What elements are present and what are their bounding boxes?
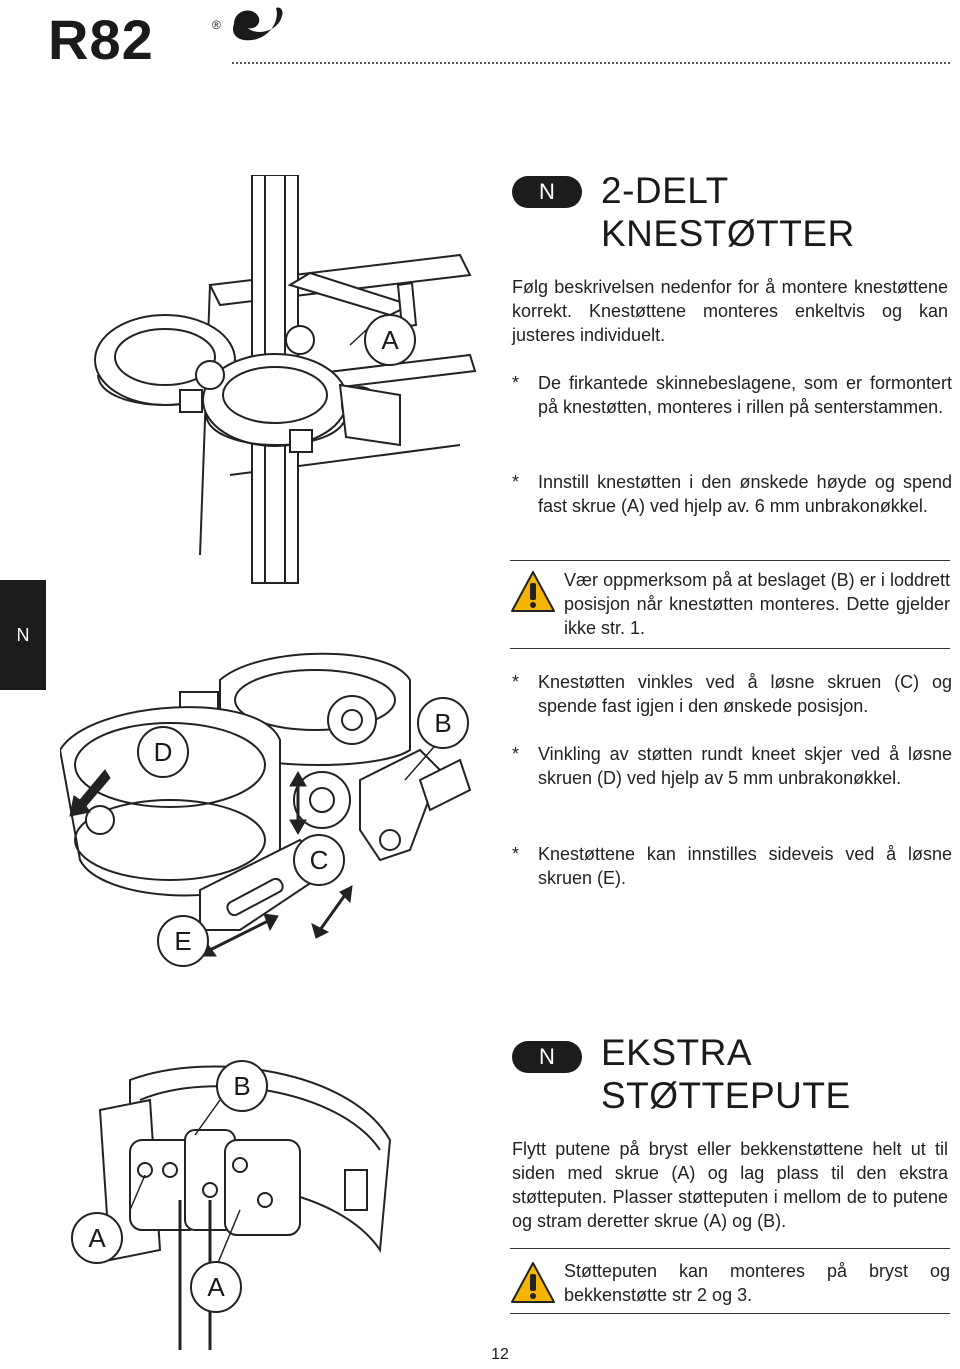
callout-a-pad-bottom: A	[190, 1261, 242, 1313]
warning-text: Støtteputen kan monteres på bryst og bek…	[564, 1261, 950, 1305]
callout-e: E	[157, 915, 209, 967]
callout-a: A	[364, 314, 416, 366]
warning-note: Vær oppmerksom på at beslaget (B) er i l…	[510, 568, 950, 640]
knee-support-mount-illustration	[60, 175, 480, 595]
header-divider	[232, 62, 950, 64]
bullet-text: Knestøttene kan innstilles sideveis ved …	[538, 844, 952, 888]
knee-cup-adjustment-illustration	[60, 640, 480, 970]
language-side-tab: N	[0, 580, 46, 690]
registered-mark: ®	[212, 18, 221, 32]
callout-d: D	[137, 726, 189, 778]
extra-pad-paragraph: Flytt putene på bryst eller bekkenstøtte…	[512, 1139, 948, 1231]
callout-b: B	[417, 697, 469, 749]
callout-c: C	[293, 834, 345, 886]
language-badge: N	[512, 1041, 582, 1073]
bullet-item: * Knestøttene kan innstilles sideveis ve…	[512, 842, 952, 890]
brand-logo: R82	[48, 8, 154, 71]
warning-bottom-rule	[510, 648, 950, 649]
warning-bottom-rule	[510, 1313, 950, 1314]
bullet-item: * Vinkling av støtten rundt kneet skjer …	[512, 742, 952, 790]
section-title-line2: KNESTØTTER	[601, 213, 855, 254]
bullet-text: Knestøtten vinkles ved å løsne skruen (C…	[538, 672, 952, 716]
language-badge: N	[512, 176, 582, 208]
warning-triangle-icon	[511, 1262, 555, 1303]
warning-text: Vær oppmerksom på at beslaget (B) er i l…	[564, 570, 950, 638]
section-title-line1: EKSTRA	[601, 1032, 753, 1073]
bullet-marker: *	[512, 472, 520, 492]
warning-triangle-icon	[511, 571, 555, 612]
bullet-marker: *	[512, 672, 520, 692]
warning-note: Støtteputen kan monteres på bryst og bek…	[510, 1259, 950, 1307]
callout-b-pad: B	[216, 1060, 268, 1112]
page-number: 12	[491, 1346, 509, 1363]
logo-swoosh-icon	[232, 7, 283, 41]
warning-top-rule	[510, 560, 950, 561]
warning-top-rule	[510, 1248, 950, 1249]
section-title-line2: STØTTEPUTE	[601, 1075, 851, 1116]
bullet-item: * Knestøtten vinkles ved å løsne skruen …	[512, 670, 952, 718]
bullet-marker: *	[512, 744, 520, 764]
bullet-marker: *	[512, 373, 520, 393]
bullet-item: * De firkantede skinnebeslagene, som er …	[512, 371, 952, 419]
bullet-text: De firkantede skinnebeslagene, som er fo…	[538, 373, 952, 417]
bullet-text: Vinkling av støtten rundt kneet skjer ve…	[538, 744, 952, 788]
intro-paragraph: Følg beskrivelsen nedenfor for å montere…	[512, 277, 948, 345]
callout-a-pad-left: A	[71, 1212, 123, 1264]
bullet-item: * Innstill knestøtten i den ønskede høyd…	[512, 470, 952, 518]
section-title-line1: 2-DELT	[601, 170, 729, 211]
bullet-marker: *	[512, 844, 520, 864]
bullet-text: Innstill knestøtten i den ønskede høyde …	[538, 472, 952, 516]
